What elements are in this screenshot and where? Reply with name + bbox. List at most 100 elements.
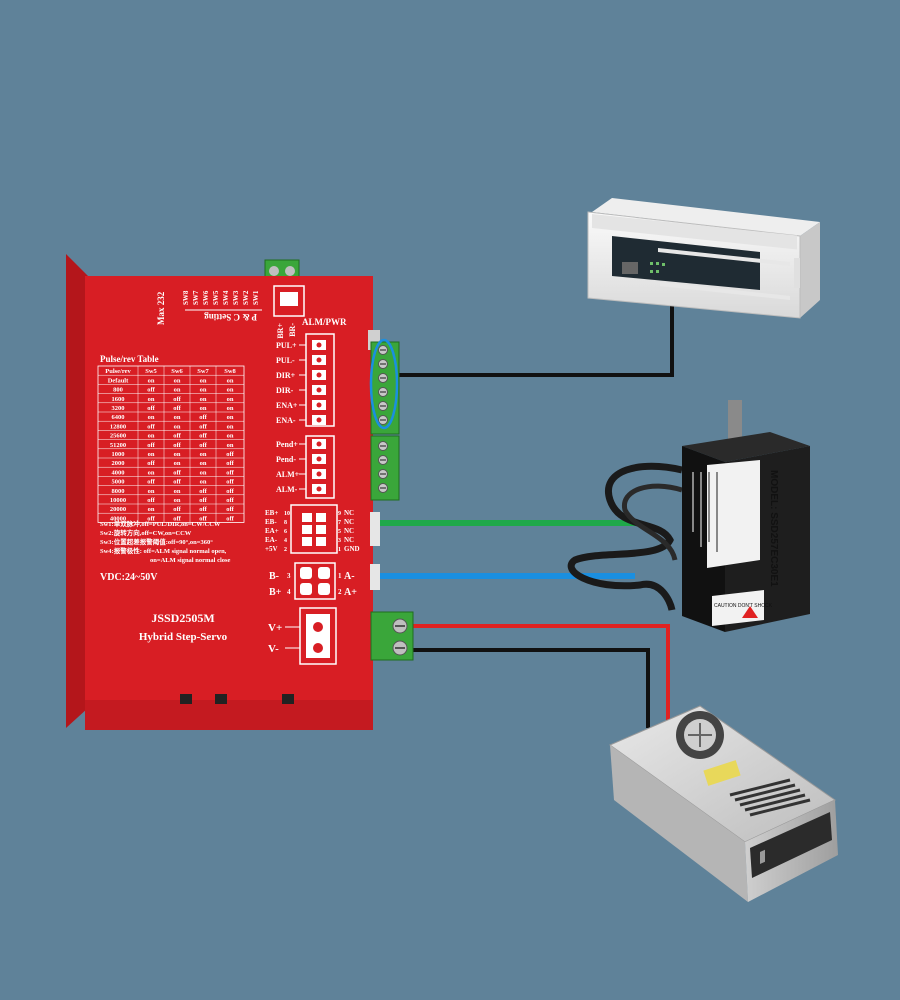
table-cell: off: [147, 405, 155, 412]
alm-pwr-label: ALM/PWR: [302, 317, 347, 327]
encoder-left-label: EB-: [265, 518, 277, 526]
switch-note: Sw3:位置超差报警阈值:off=90°,on=360°: [100, 537, 213, 546]
output-label: Pend-: [276, 455, 296, 464]
encoder-pin-number: 5: [338, 529, 341, 535]
table-cell: on: [174, 488, 181, 495]
switch-note: Sw4:报警极性: off=ALM signal normal open,: [100, 546, 227, 555]
encoder-pin-number: 6: [284, 529, 287, 535]
motor-shaft: [728, 400, 742, 440]
sw-label: SW1: [252, 290, 260, 305]
table-cell: on: [200, 451, 207, 458]
vminus-label: V-: [268, 643, 279, 655]
driver-model: JSSD2505M: [151, 611, 214, 625]
table-cell: off: [147, 423, 155, 430]
input-label: DIR+: [276, 371, 296, 380]
table-cell: on: [200, 479, 207, 486]
table-cell: on: [174, 387, 181, 394]
table-cell: 1600: [112, 396, 125, 403]
table-cell: on: [148, 396, 155, 403]
motor-pin-number: 2: [338, 588, 342, 596]
table-title: Pulse/rev Table: [100, 354, 159, 364]
table-cell: on: [200, 387, 207, 394]
motor-pin-number: 4: [287, 588, 291, 596]
table-cell: on: [148, 414, 155, 421]
motor-model-label: MODEL: SSD257EC30E1: [768, 470, 779, 587]
motor-left-label: B-: [269, 571, 279, 582]
table-cell: on: [148, 506, 155, 513]
table-cell: on: [148, 377, 155, 384]
table-cell: off: [199, 433, 207, 440]
table-cell: off: [173, 433, 181, 440]
table-cell: 20000: [110, 506, 126, 513]
sw-label: SW4: [222, 290, 230, 305]
table-cell: off: [199, 442, 207, 449]
input-label: DIR-: [276, 386, 294, 395]
table-cell: on: [174, 414, 181, 421]
input-label: PUL-: [276, 356, 295, 365]
motor-left-label: B+: [269, 587, 282, 598]
table-cell: off: [173, 469, 181, 476]
encoder-left-label: EA-: [265, 536, 278, 544]
motor-pin-number: 1: [338, 572, 342, 580]
switch-note: Sw2:旋转方向,off=CW,on=CCW: [100, 528, 192, 537]
table-cell: on: [200, 405, 207, 412]
table-cell: on: [227, 433, 234, 440]
table-cell: off: [147, 460, 155, 467]
encoder-pin-number: 7: [338, 520, 341, 526]
table-cell: off: [226, 488, 234, 495]
encoder-left-label: EA+: [265, 527, 279, 535]
table-cell: off: [226, 506, 234, 513]
table-cell: off: [173, 405, 181, 412]
table-cell: 8000: [112, 488, 125, 495]
motor-pin-number: 3: [287, 572, 291, 580]
table-cell: Default: [108, 377, 129, 384]
table-cell: off: [226, 515, 234, 522]
input-label: ENA-: [276, 416, 296, 425]
table-cell: on: [227, 442, 234, 449]
plc-signal-wire: [398, 305, 672, 375]
switch-note: on=ALM signal normal close: [150, 557, 231, 564]
table-header: Pulse/rev: [105, 368, 131, 375]
table-cell: on: [227, 387, 234, 394]
table-cell: off: [147, 442, 155, 449]
table-cell: 1000: [112, 451, 125, 458]
sw-label: SW7: [192, 290, 200, 305]
table-cell: on: [148, 469, 155, 476]
table-cell: 5000: [112, 479, 125, 486]
encoder-plug: [370, 512, 380, 546]
output-label: ALM+: [276, 470, 300, 479]
table-cell: off: [226, 469, 234, 476]
sw-label: SW6: [202, 290, 210, 305]
table-cell: off: [226, 460, 234, 467]
motor-right-label: A+: [344, 587, 357, 598]
encoder-right-label: NC: [344, 518, 354, 526]
phase-plug: [370, 564, 380, 590]
table-cell: 800: [113, 387, 123, 394]
table-cell: off: [147, 387, 155, 394]
table-cell: off: [147, 479, 155, 486]
table-cell: 25600: [110, 433, 126, 440]
table-cell: on: [227, 396, 234, 403]
input-label: PUL+: [276, 341, 297, 350]
encoder-pin-number: 9: [338, 511, 341, 517]
table-cell: off: [199, 506, 207, 513]
servo-motor: MODEL: SSD257EC30E1 CAUTION DON'T SHOCK: [571, 400, 810, 632]
encoder-pin-number: 1: [338, 547, 341, 553]
table-cell: off: [199, 497, 207, 504]
table-cell: off: [173, 396, 181, 403]
table-cell: 4000: [112, 469, 125, 476]
table-cell: on: [148, 488, 155, 495]
encoder-pin-number: 10: [284, 511, 290, 517]
sw-label: SW8: [182, 290, 190, 305]
output-label: ALM-: [276, 485, 298, 494]
table-cell: off: [226, 479, 234, 486]
table-cell: on: [227, 423, 234, 430]
pc-setting-label: P & C Setting: [204, 312, 257, 322]
table-cell: on: [200, 396, 207, 403]
table-cell: 10000: [110, 497, 126, 504]
table-cell: on: [174, 377, 181, 384]
encoder-pin-number: 8: [284, 520, 287, 526]
motor-caution-label: CAUTION DON'T SHOCK: [714, 603, 773, 609]
encoder-left-label: EB+: [265, 509, 278, 517]
